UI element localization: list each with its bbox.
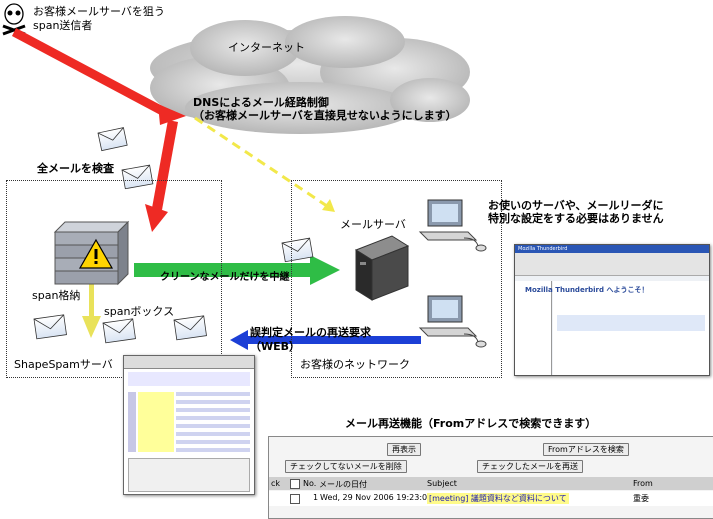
column-no: No. (303, 479, 317, 488)
red-spam-arrow (12, 28, 186, 232)
row-from: 重委 (633, 494, 649, 503)
resend-checked-button[interactable]: チェックしたメールを再送 (477, 460, 583, 473)
select-all-checkbox[interactable] (290, 479, 300, 489)
skull-icon (2, 3, 26, 36)
row-checkbox[interactable] (290, 494, 300, 504)
delete-unchecked-button[interactable]: チェックしてないメールを削除 (285, 460, 407, 473)
client-pc-icon (418, 199, 487, 252)
mail-envelope-icon (33, 127, 314, 344)
scan-all-label: 全メールを検査 (37, 162, 114, 175)
row-subject[interactable]: [meeting] 議題資料など資料について (427, 493, 569, 504)
shapespam-server-label: ShapeSpamサーバ (14, 358, 113, 371)
clean-relay-label: クリーンなメールだけを中継 (160, 272, 290, 283)
row-date: Wed, 29 Nov 2006 19:23:00 (320, 493, 433, 502)
mail-server-label: メールサーバ (340, 218, 406, 231)
column-check: ck (271, 479, 281, 488)
row-no: 1 (313, 493, 319, 502)
dns-routing-sublabel: （お客様メールサーバを直接見せないようにします） (193, 109, 457, 122)
resend-request-label: 誤判定メールの再送要求 (250, 326, 371, 339)
thunderbird-screenshot: Mozilla Thunderbird Mozilla Thunderbird … (514, 244, 710, 376)
internet-cloud (150, 16, 470, 134)
resend-panel: 再表示 Fromアドレスを検索 チェックしてないメールを削除 チェックしたメール… (268, 436, 713, 519)
thunderbird-welcome: Mozilla Thunderbird へようこそ！ (525, 286, 649, 294)
customer-network-zone (291, 180, 502, 378)
no-settings-label-2: 特別な設定をする必要はありません (488, 212, 664, 225)
spam-store-label: span格納 (32, 289, 81, 302)
column-from: From (633, 479, 653, 488)
table-row[interactable]: 1 Wed, 29 Nov 2006 19:23:00 [meeting] 議題… (269, 491, 713, 506)
spam-box-label: spanボックス (104, 305, 175, 318)
mail-table-header: ck No. メールの日付 Subject From (269, 477, 713, 490)
webmail-screenshot (123, 355, 255, 495)
thunderbird-toolbar (515, 253, 709, 276)
thunderbird-folder-pane (515, 281, 552, 375)
customer-network-label: お客様のネットワーク (300, 358, 410, 371)
column-date: メールの日付 (319, 480, 367, 489)
attacker-label: お客様メールサーバを狙う (33, 5, 165, 18)
no-settings-label: お使いのサーバや、メールリーダに (488, 199, 664, 212)
green-relay-arrow (134, 255, 340, 285)
warning-icon (78, 238, 114, 269)
internet-label: インターネット (228, 41, 305, 54)
blue-resend-arrow (230, 330, 421, 350)
dns-routing-label: DNSによるメール経路制御 (193, 96, 329, 109)
column-subject: Subject (427, 479, 457, 488)
thunderbird-title: Mozilla Thunderbird (515, 245, 709, 253)
resend-feature-label: メール再送機能（Fromアドレスで検索できます） (345, 417, 597, 430)
search-from-button[interactable]: Fromアドレスを検索 (543, 443, 629, 456)
yellow-spam-arrow (82, 282, 101, 338)
client-pc-icon (418, 295, 487, 348)
resend-request-sublabel: （WEB） (250, 340, 301, 353)
dns-dashed-arrow (194, 116, 331, 210)
attacker-label-2: span送信者 (33, 19, 93, 32)
thunderbird-start-page (553, 281, 709, 375)
redisplay-button[interactable]: 再表示 (387, 443, 421, 456)
shapespam-zone (6, 180, 222, 378)
mail-server-icon (354, 235, 410, 301)
